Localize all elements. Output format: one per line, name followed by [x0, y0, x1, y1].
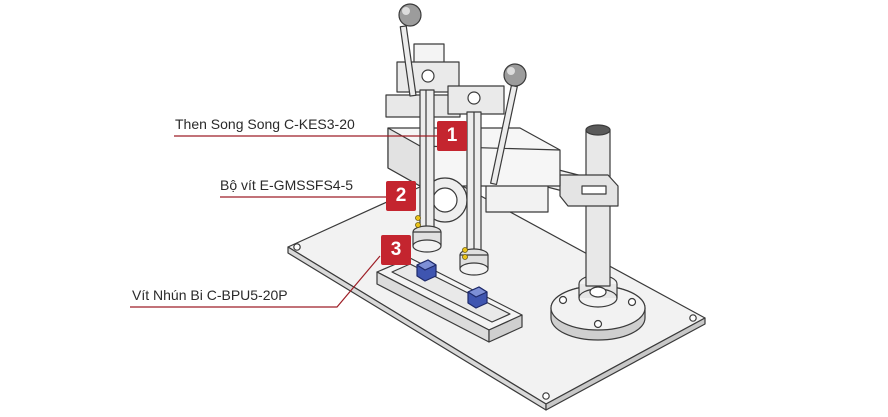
leader-line-3: [130, 255, 381, 308]
workpiece-parts: [416, 259, 488, 309]
callout-label-2: Bộ vít E-GMSSFS4-5: [220, 177, 354, 193]
support-post: [550, 124, 646, 341]
ball-plunger-markers: [415, 215, 468, 260]
left-clamp-column: [385, 3, 461, 253]
callout-badge-1: 1: [437, 121, 467, 151]
callout-label-1: Then Song Song C-KES3-20: [175, 116, 355, 132]
callout-badge-2: 2: [386, 181, 416, 211]
leader-lines: [130, 135, 437, 308]
callout-badge-3: 3: [381, 235, 411, 265]
callout-label-3: Vít Nhún Bi C-BPU5-20P: [132, 287, 288, 303]
